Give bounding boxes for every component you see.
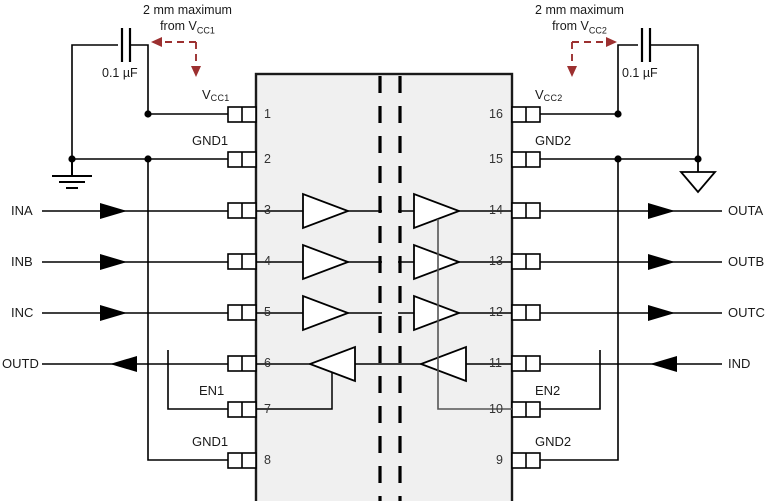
signal-label-ind: IND bbox=[728, 356, 751, 371]
arrow-in-b bbox=[100, 254, 127, 270]
arrow-out-b bbox=[648, 254, 675, 270]
right-ground-symbol bbox=[679, 159, 717, 194]
arrow-in-d bbox=[650, 356, 677, 372]
pin-name-gnd2-top: GND2 bbox=[535, 133, 572, 148]
left-ground-symbol bbox=[52, 159, 92, 189]
pin-name-vcc2: VCC2 bbox=[535, 87, 563, 103]
signal-label-inc: INC bbox=[11, 305, 34, 320]
right-annotation-arrows bbox=[567, 37, 617, 77]
internal-nets-right bbox=[398, 210, 512, 365]
signal-label-inb: INB bbox=[11, 254, 33, 269]
pin-name-gnd1-bottom: GND1 bbox=[192, 434, 229, 449]
annotation-right: 2 mm maximum from VCC2 bbox=[522, 3, 637, 36]
arrow-out-c bbox=[648, 305, 675, 321]
right-signal-wires bbox=[540, 210, 722, 365]
pin-number-13: 13 bbox=[489, 254, 503, 268]
pin-number-7: 7 bbox=[264, 402, 271, 416]
pin-number-10: 10 bbox=[489, 402, 503, 416]
pin-number-16: 16 bbox=[489, 107, 503, 121]
signal-label-outb: OUTB bbox=[728, 254, 765, 269]
capacitor-right-value: 0.1 µF bbox=[622, 66, 658, 80]
pin-name-gnd1-top: GND1 bbox=[192, 133, 229, 148]
signal-label-outd: OUTD bbox=[2, 356, 39, 371]
pin-number-4: 4 bbox=[264, 254, 271, 268]
signal-label-outa: OUTA bbox=[728, 203, 764, 218]
pin-number-9: 9 bbox=[496, 453, 503, 467]
internal-nets-left bbox=[256, 210, 398, 410]
pin-name-vcc1: VCC1 bbox=[202, 87, 230, 103]
arrow-out-a bbox=[648, 203, 675, 219]
annotation-left: 2 mm maximum from VCC1 bbox=[130, 3, 245, 36]
annotation-left-line1: 2 mm maximum bbox=[143, 3, 232, 17]
isolation-barrier-icon bbox=[378, 76, 402, 501]
pin-number-11: 11 bbox=[489, 356, 502, 370]
left-direction-arrows bbox=[100, 203, 137, 372]
device-body bbox=[254, 72, 514, 501]
pin-number-14: 14 bbox=[489, 203, 503, 217]
pin-number-8: 8 bbox=[264, 453, 271, 467]
left-power-network bbox=[71, 44, 228, 461]
arrow-in-c bbox=[100, 305, 127, 321]
left-junction-dots bbox=[68, 110, 152, 163]
right-junction-dots bbox=[614, 110, 702, 163]
annotation-right-line2: from VCC2 bbox=[552, 18, 607, 36]
right-pin-pads bbox=[511, 106, 541, 469]
capacitor-left-value: 0.1 µF bbox=[102, 66, 138, 80]
pin-name-en1: EN1 bbox=[199, 383, 225, 398]
pin-number-1: 1 bbox=[264, 107, 271, 121]
pin-name-en2: EN2 bbox=[535, 383, 561, 398]
right-direction-arrows bbox=[648, 203, 677, 372]
signal-label-outc: OUTC bbox=[728, 305, 765, 320]
signal-label-ina: INA bbox=[11, 203, 33, 218]
arrow-in-a bbox=[100, 203, 127, 219]
pin-number-12: 12 bbox=[489, 305, 503, 319]
enable-bus-right bbox=[437, 219, 512, 410]
left-signal-wires bbox=[42, 210, 228, 365]
right-capacitor-icon bbox=[640, 28, 652, 62]
annotation-right-line1: 2 mm maximum bbox=[535, 3, 624, 17]
pin-number-2: 2 bbox=[264, 152, 271, 166]
pin-number-3: 3 bbox=[264, 203, 271, 217]
pin-number-15: 15 bbox=[489, 152, 503, 166]
pin-number-5: 5 bbox=[264, 305, 271, 319]
right-power-network bbox=[540, 44, 699, 461]
pin-number-6: 6 bbox=[264, 356, 271, 370]
left-annotation-arrows bbox=[151, 37, 201, 77]
annotation-left-line2: from VCC1 bbox=[160, 18, 215, 36]
arrow-out-d bbox=[110, 356, 137, 372]
pin-name-gnd2-bottom: GND2 bbox=[535, 434, 572, 449]
left-pin-pads bbox=[227, 106, 257, 469]
left-capacitor-icon bbox=[120, 28, 132, 62]
